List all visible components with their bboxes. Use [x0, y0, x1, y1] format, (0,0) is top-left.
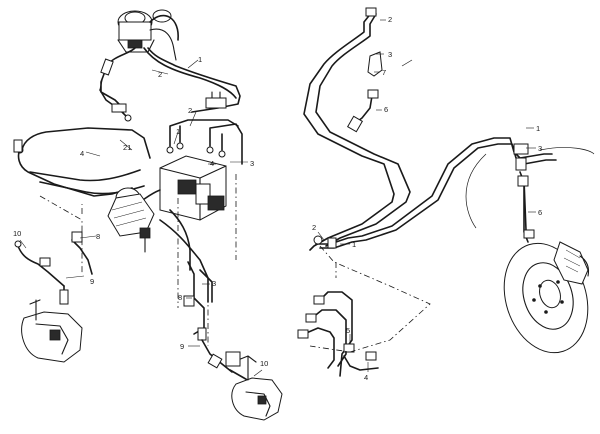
callout-label: 4 — [364, 373, 368, 382]
front-left-caliper — [21, 299, 83, 363]
callout-label: 21 — [123, 143, 131, 152]
rear-right-brake-hose — [513, 143, 535, 243]
callout-label: 6 — [538, 208, 542, 217]
callout-label: 2 — [312, 223, 316, 232]
callout-label: 6 — [384, 105, 388, 114]
callout-label: 2 — [388, 15, 392, 24]
callout-label: 3 — [212, 279, 216, 288]
callout-label: 4 — [80, 149, 84, 158]
callout-label: 8 — [96, 232, 100, 241]
callout-label: 7 — [382, 68, 386, 77]
callout-label: 4 — [210, 159, 214, 168]
brake-line-upper-left — [99, 47, 241, 122]
callout-label: 10 — [260, 359, 268, 368]
callout-label: 1 — [352, 240, 356, 249]
rear-left-brake-hose — [346, 51, 383, 133]
callout-label: 10 — [13, 229, 21, 238]
brake-line-front-right — [183, 261, 255, 385]
master-cylinder-reservoir — [117, 9, 179, 61]
callout-label: 1 — [176, 127, 180, 136]
callout-label: 5 — [346, 326, 350, 335]
callout-label: 2 — [158, 70, 162, 79]
callout-label: 1 — [536, 124, 540, 133]
front-right-caliper — [225, 351, 283, 421]
rear-disc-brake — [503, 241, 590, 354]
abs-hydraulic-unit — [129, 91, 243, 303]
callout-label: 3 — [250, 159, 254, 168]
callout-label: 1 — [198, 55, 202, 64]
callout-label: 9 — [180, 342, 184, 351]
callouts: 1 2 2 1 3 4 4 21 8 9 10 3 8 9 10 2 3 7 6… — [13, 15, 542, 382]
callout-label: 3 — [538, 144, 542, 153]
rear-left-lines — [297, 291, 379, 377]
leader-lines — [19, 19, 536, 377]
brake-booster-accumulator — [107, 187, 155, 253]
callout-label: 8 — [178, 293, 182, 302]
callout-label: 9 — [90, 277, 94, 286]
brake-line-left-long — [13, 127, 151, 197]
callout-label: 3 — [388, 50, 392, 59]
rear-body-outline — [401, 59, 595, 229]
callout-label: 2 — [188, 106, 192, 115]
rear-brake-line-main — [303, 7, 557, 251]
front-left-brake-hose — [14, 231, 93, 305]
